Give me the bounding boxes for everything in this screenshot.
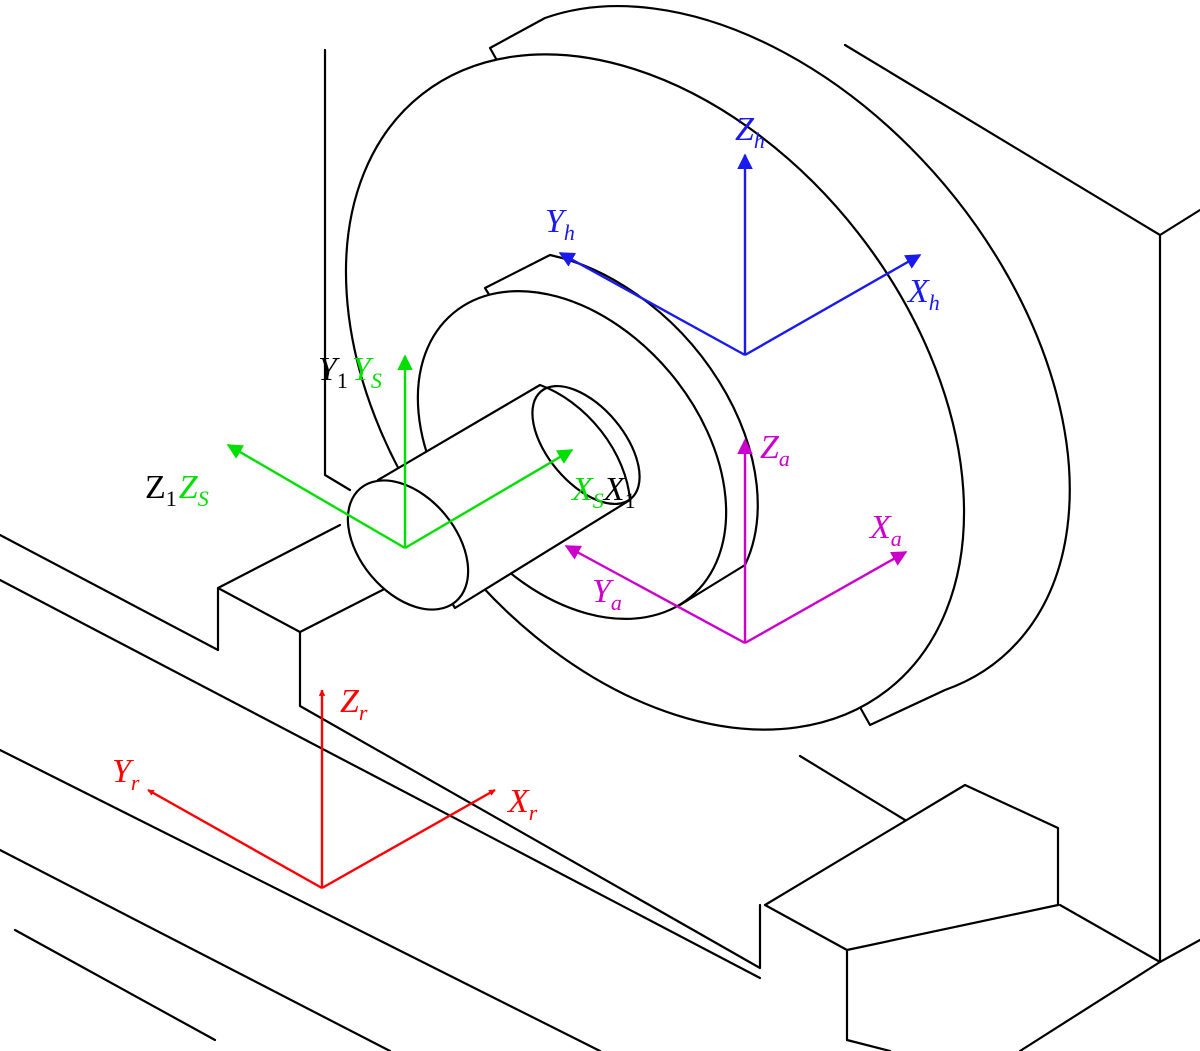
lower-block (763, 783, 1060, 1051)
green-z-axis (226, 443, 406, 550)
blue-y-axis (558, 251, 746, 357)
label-z-a: Za (760, 429, 790, 471)
label-x-a: Xa (868, 509, 902, 551)
label-x-r: Xr (506, 783, 538, 825)
label-y-a: Ya (592, 573, 622, 615)
label-y-r: Yr (112, 753, 140, 795)
base-line (798, 754, 907, 822)
red-y-axis (147, 788, 323, 890)
headstock-wall (323, 48, 352, 492)
blue-x-axis (744, 253, 922, 357)
label-z-r: Zr (340, 683, 368, 725)
red-x-axis (321, 788, 496, 890)
frame-red (147, 689, 496, 890)
housing-box (843, 43, 1200, 1051)
bed-rail-line (0, 848, 392, 1051)
magenta-x-axis (744, 550, 908, 645)
spindle-end-edge (531, 384, 641, 506)
label-xs-x1: XSX1 (570, 471, 636, 513)
bed-rail-line (0, 533, 220, 652)
green-x-axis (404, 448, 574, 550)
frame-blue (558, 153, 922, 357)
label-y-h: Yh (545, 203, 575, 245)
frame-green (226, 354, 574, 550)
magenta-y-axis (564, 544, 746, 645)
bed-rail-line (0, 748, 602, 1051)
bed-rail-line (13, 928, 217, 1042)
label-z1-zs: Z1ZS (145, 469, 209, 511)
label-x-h: Xh (906, 273, 940, 315)
label-z-h: Zh (735, 111, 765, 153)
frame-magenta (564, 438, 908, 645)
bed-rail-line (0, 578, 762, 980)
